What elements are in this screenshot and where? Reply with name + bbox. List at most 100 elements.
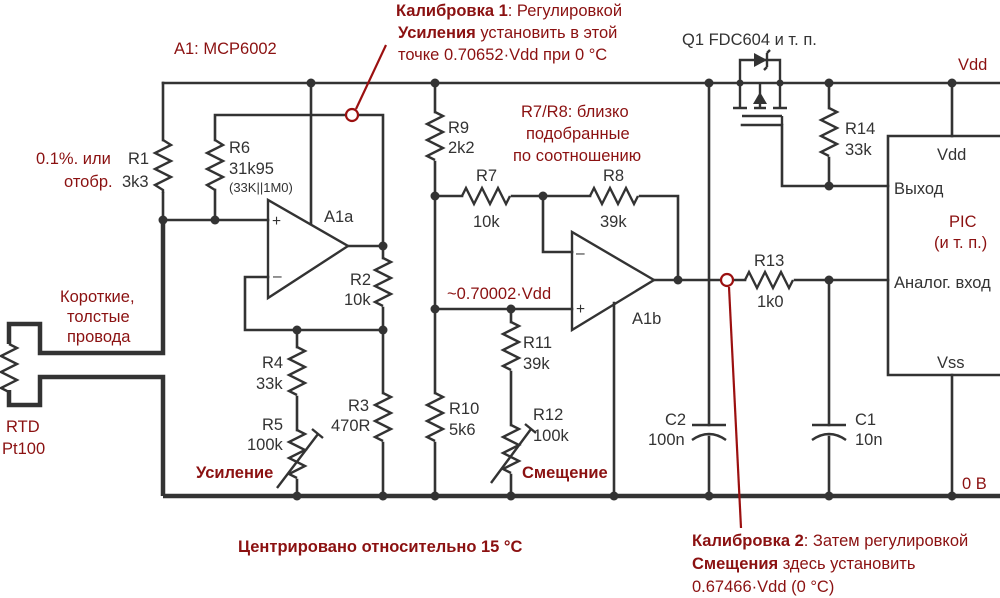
opamp-a1a-label: A1a <box>324 208 354 226</box>
c2-value: 100n <box>648 431 685 449</box>
cal1-gain-word: Усиления <box>398 24 476 42</box>
junction <box>673 275 683 285</box>
junction <box>704 491 714 501</box>
junction <box>538 191 548 201</box>
trimmer-arrow-r5 <box>276 428 324 489</box>
wires <box>6 81 1000 499</box>
r1-name: R1 <box>128 150 149 168</box>
a1b-plus-sign: + <box>576 301 585 318</box>
cal2-title-rest: : Затем регулировкой <box>804 532 968 550</box>
junction <box>824 491 834 501</box>
q1-zener-diode-icon <box>754 53 767 67</box>
c1-value: 10n <box>855 431 883 449</box>
a1a-plus-sign: + <box>272 213 281 230</box>
r6-detail: (33K||1M0) <box>229 180 293 195</box>
resistor-r13 <box>743 269 795 291</box>
resistor-r3 <box>372 391 394 443</box>
wire-a1b-minus <box>541 194 574 254</box>
r14-name: R14 <box>845 120 875 138</box>
ic-label: A1: MCP6002 <box>174 40 277 58</box>
junction <box>824 275 834 285</box>
resistor-r4 <box>286 345 308 397</box>
pic-pin-output: Выход <box>894 180 944 198</box>
a1b-minus-sign: – <box>576 245 585 262</box>
junction <box>430 78 440 88</box>
cal2-test-point <box>719 272 735 288</box>
cal2-line-2-rest: здесь установить <box>778 555 915 573</box>
junction <box>736 79 744 87</box>
wire-r6-loop <box>213 113 385 248</box>
pic-pin-vdd: Vdd <box>937 146 966 164</box>
opamp-a1b <box>570 229 657 333</box>
junction <box>292 491 302 501</box>
junction <box>378 491 388 501</box>
capacitor-symbols <box>691 423 847 441</box>
opamp-a1a <box>266 197 351 301</box>
r12-value: 100k <box>533 427 570 445</box>
r13-name: R13 <box>754 252 784 270</box>
rtd-wire-note-1: Короткие, <box>60 288 135 306</box>
r7r8-note-2: подобранные <box>526 125 630 143</box>
cal1-line-2: Усиления установить в этой <box>398 24 617 42</box>
cal1-line-1: Калибровка 1: Регулировкой <box>396 2 622 20</box>
junction <box>378 325 388 335</box>
r4-name: R4 <box>262 354 283 372</box>
cal2-line-1: Калибровка 2: Затем регулировкой <box>692 532 968 550</box>
cal1-pointer-line <box>355 44 387 110</box>
resistor-r14 <box>818 106 840 158</box>
pic-pin-vss: Vss <box>937 354 965 372</box>
cal1-title: Калибровка 1 <box>396 2 508 20</box>
resistor-rtd <box>0 342 20 394</box>
r12-role-offset: Смещение <box>522 464 608 482</box>
cal2-offset-word: Смещения <box>692 555 778 573</box>
junction <box>609 491 619 501</box>
vdd-rail-label: Vdd <box>958 56 987 74</box>
junction <box>506 304 516 314</box>
resistor-r11 <box>500 320 522 372</box>
wire-a1a-minus <box>243 275 385 332</box>
junction <box>210 215 220 225</box>
r8-name: R8 <box>603 167 624 185</box>
r3-name: R3 <box>348 397 369 415</box>
resistor-r5 <box>286 428 308 480</box>
q1-zener-bar <box>763 49 771 71</box>
junction <box>430 491 440 501</box>
r5-name: R5 <box>262 416 283 434</box>
junction-dots <box>158 78 957 501</box>
junction <box>158 215 168 225</box>
pic-pin-analog-input: Аналог. вход <box>894 274 991 292</box>
cal2-line-3: 0.67466·Vdd (0 °C) <box>692 578 834 596</box>
r6-value: 31k95 <box>229 160 274 178</box>
r9-value: 2k2 <box>448 139 475 157</box>
pic-chip-outline <box>886 134 1000 377</box>
wire-r8-right <box>638 194 680 282</box>
resistor-r2 <box>372 256 394 308</box>
resistor-r10 <box>424 391 446 443</box>
cal2-title: Калибровка 2 <box>692 532 804 550</box>
trimmer-arrow-r12 <box>490 423 537 484</box>
r5-role-gain: Усиление <box>196 464 273 482</box>
r7r8-note-3: по соотношению <box>513 147 641 165</box>
r13-value: 1k0 <box>757 293 784 311</box>
r1-note-2: отобр. <box>64 173 113 191</box>
cal1-line-3: точке 0.70652·Vdd при 0 °C <box>398 46 607 64</box>
rtd-wire-note-3: провода <box>67 328 131 346</box>
junction <box>306 78 316 88</box>
resistor-r6 <box>204 138 226 192</box>
junction <box>947 491 957 501</box>
junction <box>776 79 784 87</box>
q1-label: Q1 FDC604 и т. п. <box>682 31 817 49</box>
junction <box>824 181 834 191</box>
resistor-r1 <box>152 138 174 193</box>
resistor-r12 <box>500 423 522 475</box>
resistor-r9 <box>424 110 446 162</box>
wire-q1-gate <box>740 123 890 188</box>
r4-value: 33k <box>256 375 283 393</box>
cal2-pointer-line <box>727 286 743 529</box>
junction <box>430 191 440 201</box>
resistor-r7 <box>460 185 512 207</box>
cal1-title-rest: : Регулировкой <box>508 2 622 20</box>
c2-name: C2 <box>665 411 686 429</box>
r11-name: R11 <box>523 334 552 352</box>
r2-name: R2 <box>350 271 371 289</box>
